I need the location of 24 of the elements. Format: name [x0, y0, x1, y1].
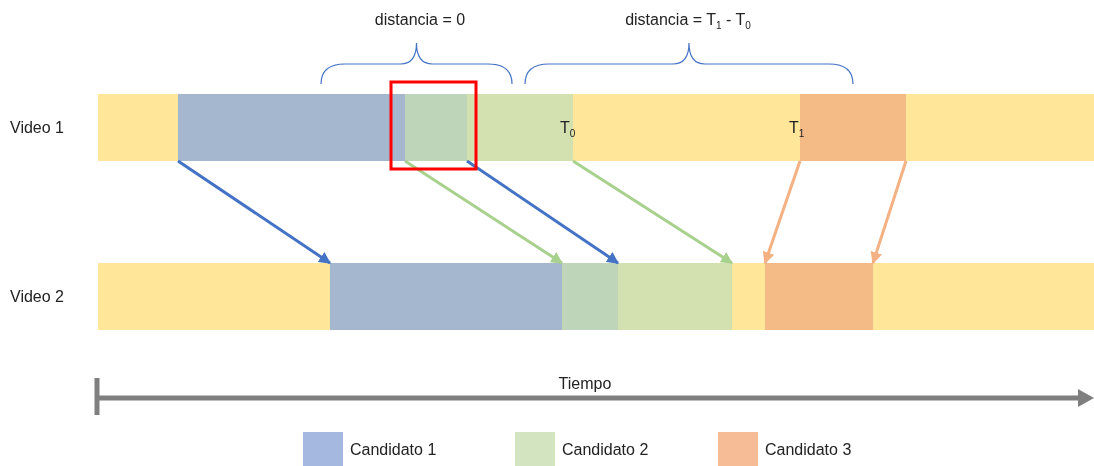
distance-label: distancia = T$_{1}$ - T$_{0}$	[625, 10, 751, 34]
segment-bar	[800, 94, 906, 161]
arrow	[404, 159, 563, 265]
axis-label: Tiempo	[558, 374, 612, 394]
arrow	[466, 159, 619, 265]
legend-label: Candidato 3	[765, 440, 852, 460]
track-label: Video 2	[10, 286, 64, 307]
segment-bar	[618, 263, 732, 330]
overlap-segment-bar	[405, 94, 467, 161]
segment-bar	[467, 94, 573, 161]
legend-label: Candidato 2	[562, 440, 649, 460]
segment-bar	[178, 94, 405, 161]
arrow	[762, 160, 802, 265]
overlap-segment-bar	[562, 263, 618, 330]
legend-label: Candidato 1	[350, 440, 437, 460]
segment-bar	[765, 263, 873, 330]
arrow	[870, 160, 908, 265]
track-label: Video 1	[10, 117, 64, 138]
arrow	[177, 159, 331, 265]
time-mark-label: T$_{1}$	[789, 118, 805, 142]
time-mark-label: T$_{0}$	[560, 118, 576, 142]
arrow	[572, 159, 733, 265]
segment-bar	[330, 263, 562, 330]
distance-label: distancia = 0	[374, 10, 466, 30]
